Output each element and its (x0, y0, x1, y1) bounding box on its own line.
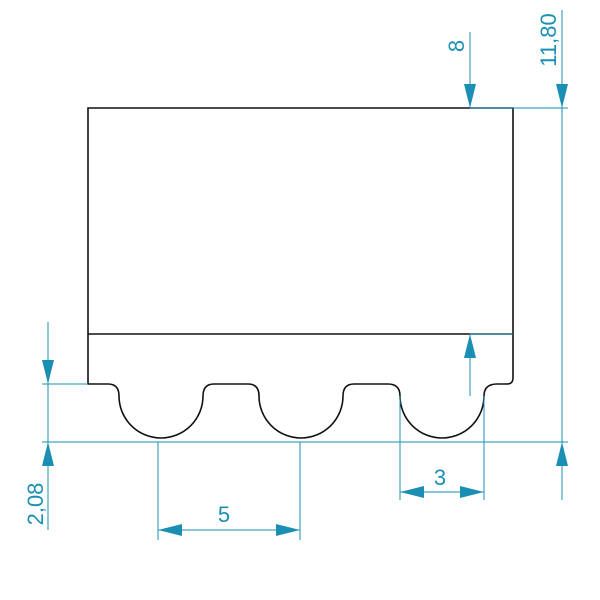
dimension-total-height: 11,80 (536, 10, 568, 500)
total-height-label: 11,80 (536, 13, 561, 66)
extension-lines (42, 107, 568, 540)
dimension-tooth-height: 2,08 (23, 322, 54, 530)
belt-body-outline (87, 107, 514, 439)
belt-outline (87, 107, 514, 439)
tooth-height-label: 2,08 (23, 483, 48, 526)
pitch-label: 5 (218, 502, 230, 527)
belt-height-label: 8 (444, 40, 469, 52)
tooth-width-label: 3 (434, 465, 446, 490)
dimension-belt-height: 8 (444, 32, 476, 396)
dimension-pitch: 5 (158, 502, 300, 536)
dimension-tooth-width: 3 (400, 465, 484, 498)
